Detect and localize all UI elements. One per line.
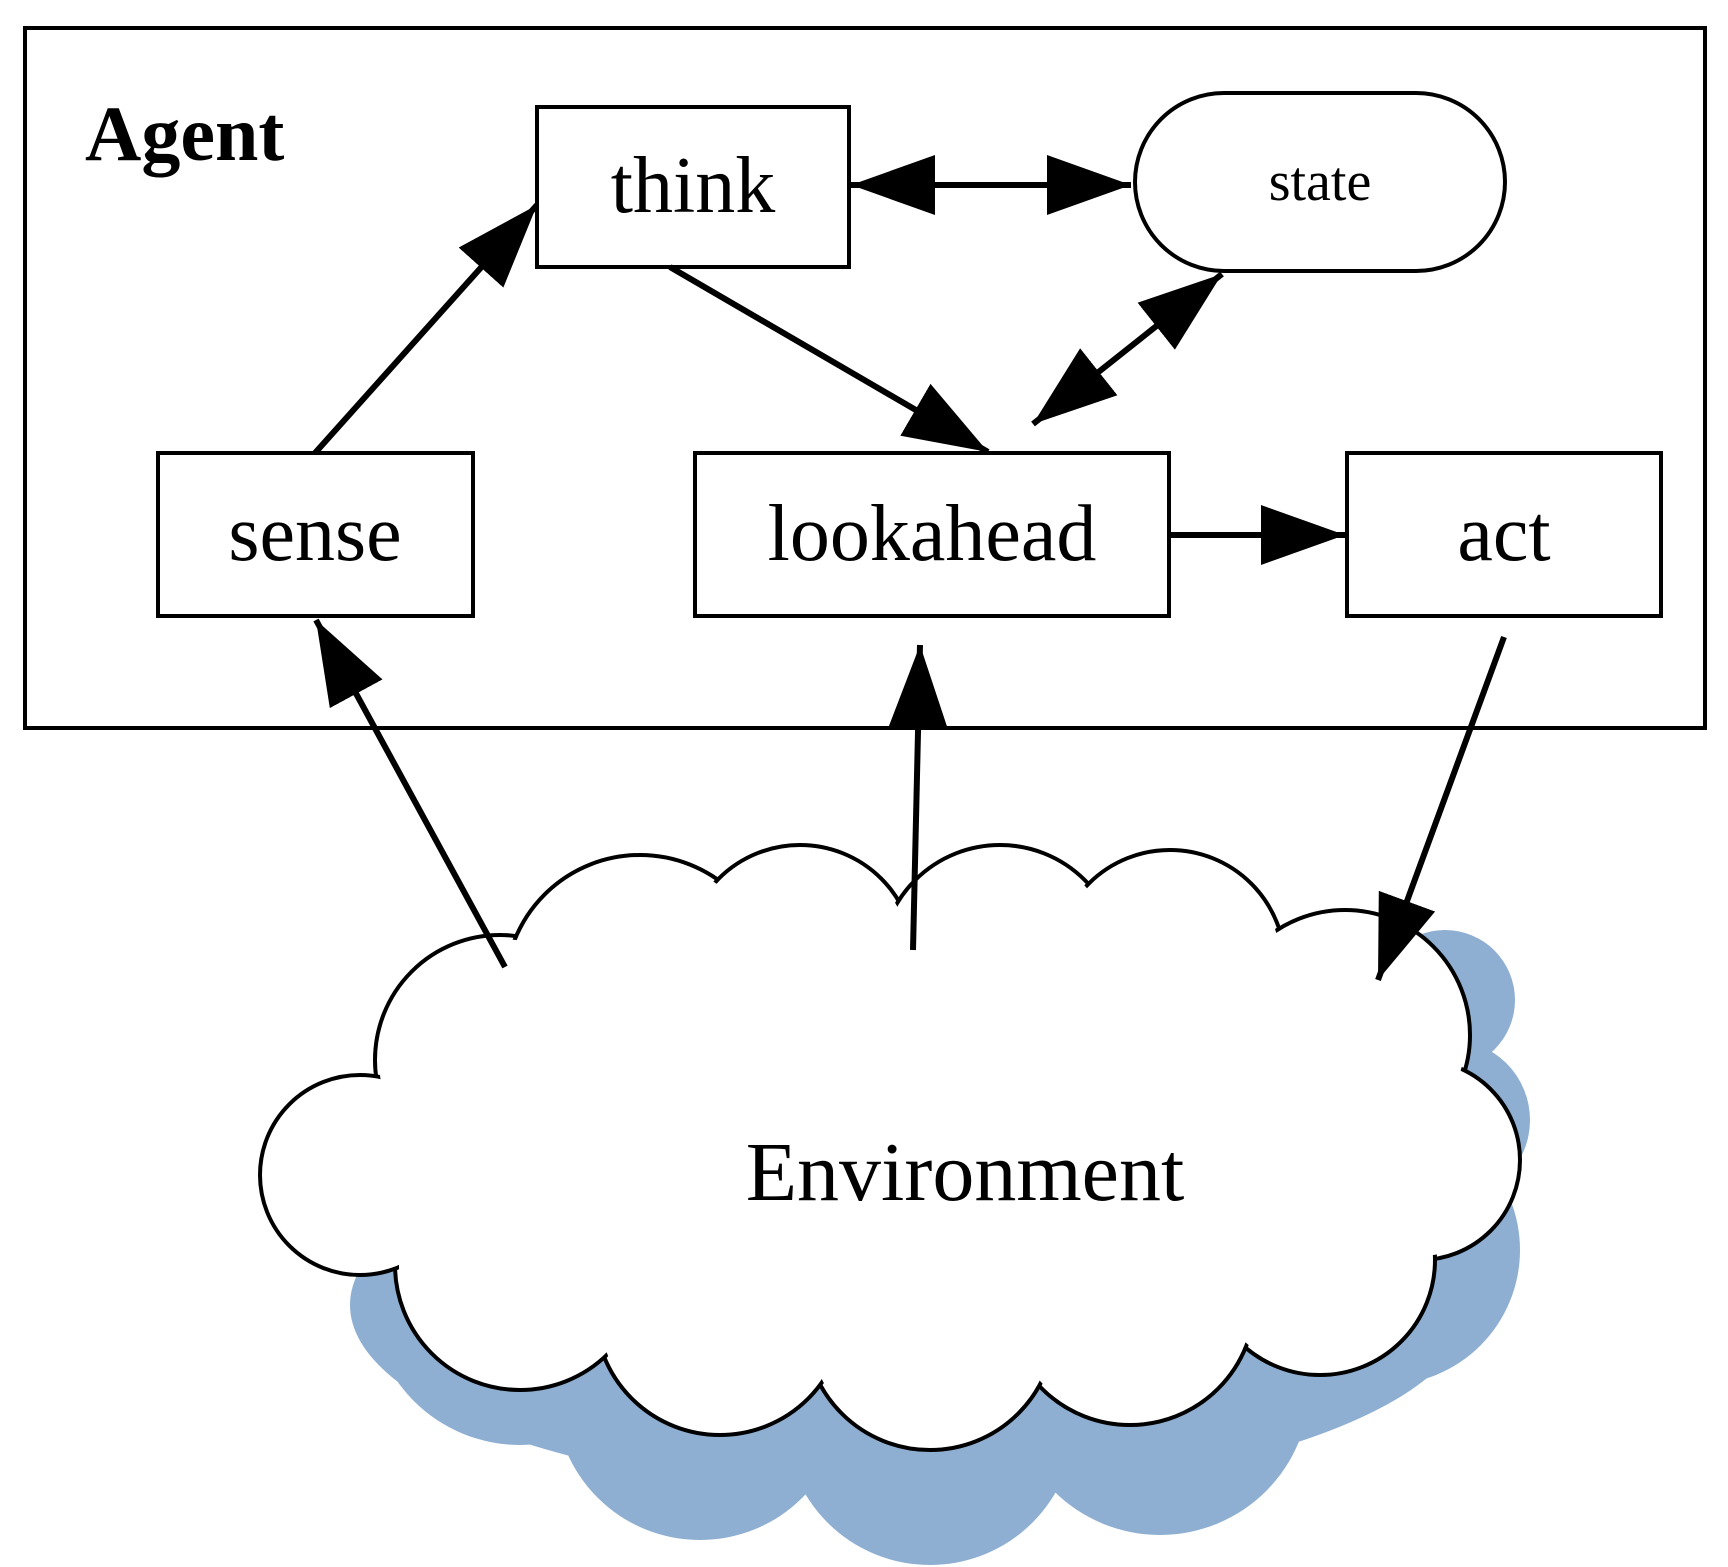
sense-label: sense <box>228 490 401 578</box>
act-box <box>1345 451 1663 618</box>
edge-think-to-lookahead <box>668 264 990 455</box>
state-label: state <box>1269 151 1372 213</box>
think-label: think <box>611 142 775 230</box>
edge-environment-to-sense <box>313 618 508 969</box>
edge-act-to-environment <box>1375 635 1507 982</box>
sense-box <box>156 451 475 618</box>
environment-label: Environment <box>746 1126 1185 1219</box>
act-label: act <box>1457 490 1550 578</box>
node-act: act <box>1345 451 1663 618</box>
agent-title: Agent <box>85 90 284 177</box>
lookahead-label: lookahead <box>768 490 1097 578</box>
node-state: state <box>1133 91 1507 273</box>
node-sense: sense <box>156 451 475 618</box>
state-box <box>1133 91 1507 273</box>
node-think: think <box>535 105 851 269</box>
environment-cloud: Environment <box>258 843 1522 1452</box>
edge-environment-to-lookahead <box>888 644 949 951</box>
node-lookahead: lookahead <box>693 451 1171 618</box>
edge-lookahead-state-bidirectional <box>1031 271 1224 427</box>
lookahead-box <box>693 451 1171 618</box>
edge-sense-to-think <box>312 202 540 456</box>
think-box <box>535 105 851 269</box>
agent-frame <box>23 26 1707 730</box>
